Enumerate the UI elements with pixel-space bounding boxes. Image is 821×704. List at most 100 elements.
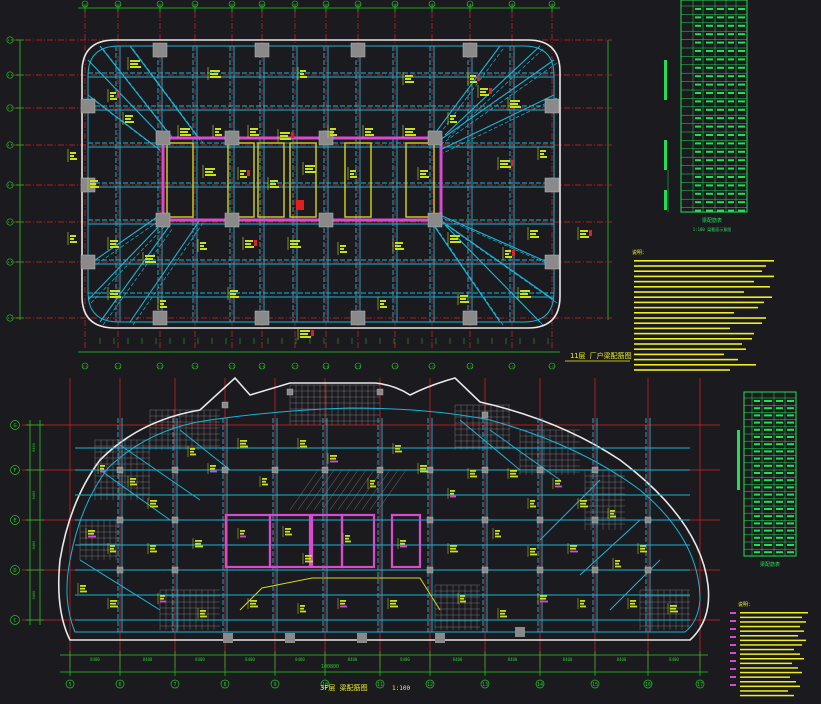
rebar-tag-bar <box>530 550 535 553</box>
top-table-cell-text <box>738 176 745 178</box>
top-notes-lines <box>634 260 774 371</box>
top-table-cell-text <box>695 117 701 120</box>
top-beam-diagonal <box>90 217 164 269</box>
core-wall-6 <box>405 142 435 218</box>
rebar-tag-bar <box>180 134 191 136</box>
rebar-tag-bar <box>555 485 562 488</box>
rebar-tag-bar <box>110 602 116 605</box>
rebar-tag-bar <box>150 550 157 553</box>
bottom-table-cell-text <box>754 443 760 446</box>
note-text-line <box>740 694 794 697</box>
rebar-tag-bar <box>100 470 106 473</box>
bottom-axis-label: C <box>13 618 16 624</box>
bottom-table-cell-text <box>764 443 772 446</box>
top-plan-caption: 11层 厂户梁配筋图 <box>570 351 632 360</box>
top-table-cell-text <box>728 159 734 162</box>
top-beam-diagonal <box>447 48 544 139</box>
top-axis-label: 1-5 <box>229 365 234 369</box>
top-table-cell-text <box>695 184 701 187</box>
bottom-axis-bubble <box>320 679 330 689</box>
rebar-tag-bar <box>300 76 307 78</box>
rebar-tag-bar <box>580 602 584 605</box>
rebar-tag-bar <box>630 605 637 608</box>
note-bullet-mark <box>730 636 736 638</box>
top-table-side-label <box>664 60 667 100</box>
top-axis-label: 1-6 <box>259 365 264 369</box>
rebar-tag-bar <box>125 115 133 117</box>
top-table-cell-text <box>738 159 745 162</box>
top-axis-bubble <box>291 0 299 8</box>
rebar-tag-highlight <box>247 170 250 176</box>
bottom-row-dimension: 8400 <box>32 541 36 550</box>
note-text-line <box>634 306 758 309</box>
rebar-tag-bar <box>510 106 521 108</box>
bottom-axis-label: 8 <box>223 682 226 688</box>
top-table-cell-text <box>717 125 724 128</box>
note-text-line <box>740 676 790 678</box>
top-table-cell-text <box>728 176 734 178</box>
top-column <box>462 310 478 326</box>
bottom-table-cell-text <box>764 428 772 431</box>
bottom-bay-dimension: 8400 <box>617 657 627 662</box>
top-table-cell-text <box>738 117 745 120</box>
note-text-line <box>740 639 806 642</box>
rebar-tag-bar <box>300 442 305 445</box>
rebar-tag-bar <box>520 290 530 292</box>
rebar-tag-bar <box>500 163 508 165</box>
bottom-axis-bubble <box>115 679 125 689</box>
rebar-tag-bar <box>480 91 486 93</box>
rebar-tag-bar <box>290 240 300 242</box>
top-plan-edge-beam <box>87 45 555 323</box>
bottom-column <box>591 566 599 574</box>
rebar-tag-bar <box>240 532 244 535</box>
bottom-table-cell-text <box>787 515 794 518</box>
top-axis-bubble <box>6 36 14 44</box>
top-table-cell-text <box>706 184 713 187</box>
bottom-table-cell-text <box>776 407 783 410</box>
bottom-column <box>285 633 295 643</box>
top-table-cell-text <box>728 75 734 78</box>
bottom-axis-bubble <box>10 615 20 625</box>
bottom-axis-bubble <box>10 465 20 475</box>
rebar-tag-bar <box>160 306 167 308</box>
top-axis-label: 1-7 <box>292 3 297 7</box>
top-axis-bubble <box>291 362 299 370</box>
top-axis-bubble <box>391 362 399 370</box>
rebar-tag-bar <box>70 155 74 157</box>
top-axis-label: 1-D <box>7 183 12 187</box>
top-column <box>544 254 560 270</box>
bottom-table-cell-text <box>764 436 772 438</box>
top-table-cell-text <box>695 75 701 78</box>
top-axis-label: 1-1 <box>82 365 87 369</box>
bottom-plan-floor-outline <box>58 376 710 641</box>
bottom-table-cell-text <box>787 536 794 539</box>
bottom-general-notes: 说明： <box>730 601 808 697</box>
rebar-tag-bar <box>615 562 619 565</box>
rebar-tag-bar <box>290 243 298 245</box>
bottom-beam-diagonal <box>609 559 661 611</box>
top-table-cell-text <box>717 75 724 78</box>
top-beam-diagonal <box>439 219 555 301</box>
bottom-table-cell-text <box>787 544 794 546</box>
top-table-cell-text <box>738 16 745 19</box>
core-wall-1 <box>166 142 194 218</box>
bottom-column <box>481 466 489 474</box>
top-table-cell-text <box>695 58 701 61</box>
top-axis-bubble <box>156 0 164 8</box>
top-table-cell-text <box>728 150 734 153</box>
core-hatch-line <box>353 469 383 511</box>
core-hatch-line <box>313 469 343 511</box>
top-table-cell-text <box>706 66 713 69</box>
bottom-rebar-schedule-table: 梁配筋表 <box>737 391 797 568</box>
rebar-tag-bar <box>110 550 116 553</box>
rebar-tag-bar <box>450 115 456 117</box>
bottom-notes-title: 说明： <box>738 601 753 608</box>
bottom-table-cell-text <box>776 486 783 489</box>
bottom-table-side-label <box>737 430 740 490</box>
rebar-tag-bar <box>245 240 253 242</box>
bottom-table-cell-text <box>787 493 794 496</box>
note-bullet-mark <box>730 644 736 646</box>
top-rebar-schedule-table: 梁配筋表 1:100 梁截面示意图 <box>664 0 748 232</box>
rebar-tag-bar <box>530 553 537 556</box>
rebar-tag-bar <box>300 336 311 338</box>
